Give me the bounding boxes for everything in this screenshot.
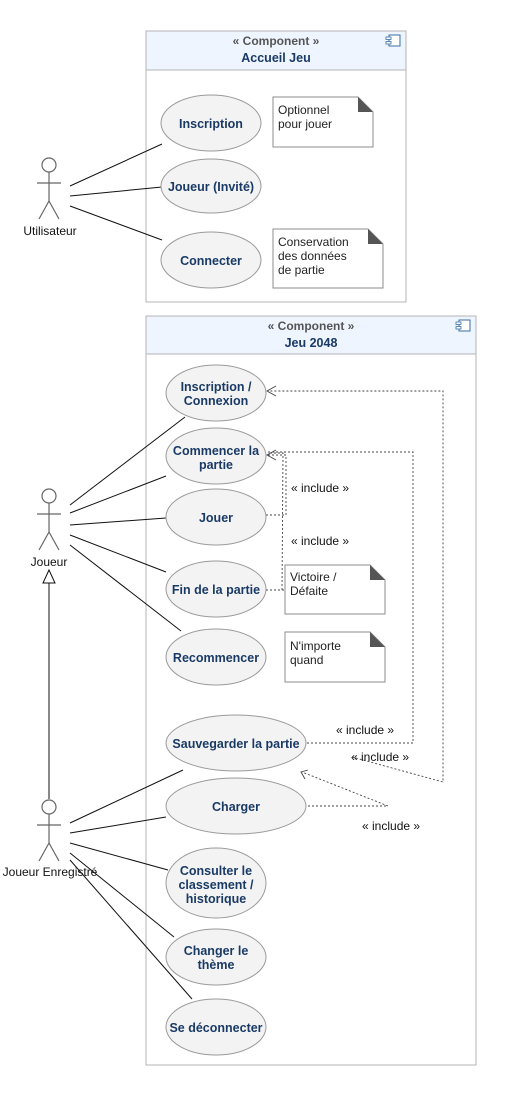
use-case-inscription: Inscription	[160, 94, 262, 152]
use-case-sauvegarder: Sauvegarder la partie	[165, 714, 307, 772]
use-case-label: Se déconnecter	[169, 1021, 262, 1035]
note-nimporte-quand: N'importe quand	[284, 631, 386, 683]
association-line	[69, 205, 163, 241]
note-text: quand	[290, 653, 323, 667]
include-dependencies	[266, 385, 444, 807]
component-title: Accueil Jeu	[241, 51, 310, 65]
note-text: Défaite	[290, 584, 328, 598]
note-text: de partie	[278, 263, 325, 277]
use-case-se-deconnecter: Se déconnecter	[165, 998, 267, 1056]
include-label: « include »	[291, 481, 349, 495]
use-case-commencer-partie: Commencer la partie	[165, 427, 267, 485]
association-line	[69, 517, 167, 526]
actor-utilisateur: Utilisateur	[23, 157, 77, 238]
note-text: Optionnel	[278, 103, 329, 117]
include-sauvegarder-commencer	[268, 451, 414, 744]
associations-joueur-enregistre	[69, 769, 193, 1000]
note-victoire-defaite: Victoire / Défaite	[284, 564, 386, 615]
note-optionnel: Optionnel pour jouer	[272, 96, 374, 148]
component-icon	[385, 34, 401, 47]
use-case-charger: Charger	[165, 777, 307, 835]
use-case-label: partie	[199, 458, 233, 472]
use-case-label: Sauvegarder la partie	[172, 737, 299, 751]
use-case-fin-partie: Fin de la partie	[165, 560, 267, 618]
include-charger-sauvegarder	[301, 771, 389, 807]
use-case-connecter: Connecter	[160, 231, 262, 289]
actor-joueur: Joueur	[31, 488, 68, 569]
use-case-label: Connecter	[180, 254, 242, 268]
stick-figure-icon	[37, 799, 61, 862]
generalization-arrow	[42, 568, 56, 799]
use-case-changer-theme: Changer le thème	[165, 928, 267, 986]
association-line	[69, 416, 186, 506]
use-case-label: Jouer	[199, 511, 233, 525]
component-icon	[455, 319, 471, 332]
use-case-label: historique	[186, 892, 246, 906]
association-line	[69, 534, 167, 573]
note-conservation: Conservation des données de partie	[272, 228, 384, 289]
actor-label: Utilisateur	[23, 224, 76, 238]
note-text: Victoire /	[290, 570, 337, 584]
use-case-consulter-classement: Consulter le classement / historique	[165, 847, 267, 919]
association-line	[69, 859, 193, 1000]
use-case-label: Changer le	[184, 944, 249, 958]
include-label: « include »	[362, 819, 420, 833]
note-text: N'importe	[290, 639, 341, 653]
component-title: Jeu 2048	[285, 336, 338, 350]
component-stereotype: « Component »	[268, 319, 355, 333]
association-line	[69, 852, 175, 938]
use-case-label: classement /	[178, 878, 254, 892]
actor-joueur-enregistre: Joueur Enregistré	[3, 799, 98, 879]
include-label: « include »	[351, 750, 409, 764]
association-line	[69, 475, 167, 514]
stick-figure-icon	[37, 157, 61, 220]
use-case-label: Inscription /	[181, 380, 252, 394]
use-case-joueur-invite: Joueur (Invité)	[160, 158, 262, 214]
use-case-label: Recommencer	[173, 651, 259, 665]
use-case-label: Connexion	[184, 394, 249, 408]
include-label: « include »	[291, 534, 349, 548]
association-line	[69, 842, 169, 871]
include-sauvegarder-inscription	[268, 390, 444, 783]
actor-label: Joueur	[31, 555, 68, 569]
note-text: Conservation	[278, 235, 349, 249]
note-text: pour jouer	[278, 117, 332, 131]
use-case-label: Fin de la partie	[172, 583, 260, 597]
use-case-label: Consulter le	[180, 864, 252, 878]
use-case-label: Commencer la	[173, 444, 260, 458]
association-line	[69, 143, 163, 187]
note-text: des données	[278, 249, 347, 263]
use-case-jouer: Jouer	[165, 488, 267, 546]
use-case-recommencer: Recommencer	[165, 628, 267, 686]
include-labels: « include » « include » « include » « in…	[291, 481, 420, 833]
association-line	[69, 186, 163, 197]
include-label: « include »	[336, 723, 394, 737]
component-stereotype: « Component »	[233, 34, 320, 48]
use-case-inscription-connexion: Inscription / Connexion	[165, 364, 267, 422]
stick-figure-icon	[37, 488, 61, 551]
include-jouer-commencer	[266, 454, 287, 516]
associations-utilisateur	[69, 143, 163, 241]
use-case-label: Joueur (Invité)	[168, 180, 254, 194]
association-line	[69, 769, 184, 824]
use-case-label: Inscription	[179, 117, 243, 131]
associations-joueur	[69, 416, 186, 632]
use-case-label: Charger	[212, 800, 260, 814]
use-case-label: thème	[198, 958, 235, 972]
association-line	[69, 544, 182, 632]
actor-label: Joueur Enregistré	[3, 865, 98, 879]
association-line	[69, 816, 167, 834]
